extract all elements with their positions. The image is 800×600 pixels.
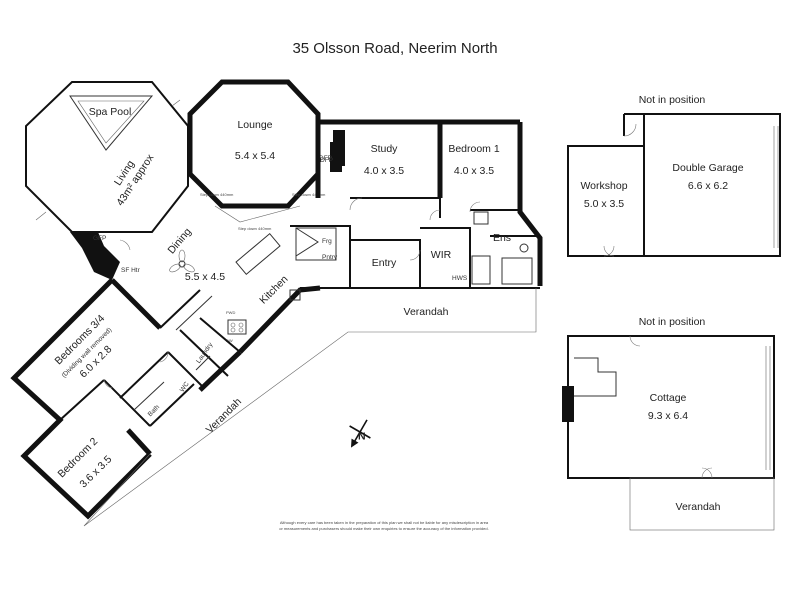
north-arrow-icon [351,438,359,448]
ensuite-label: Ens [493,232,511,244]
step-down-label-1: Step down 440mm [200,192,234,197]
lounge-size: 5.4 x 5.4 [235,150,275,162]
living-room-outline [25,81,189,233]
kitchen-dining-size: 5.5 x 4.5 [185,271,225,283]
study-label: Study [371,143,399,155]
spa-pool-outline [69,95,154,151]
disclaimer-line-2: or measurements and purchasers should ma… [279,526,488,531]
west-wing-inner-walls [59,289,241,427]
step-down-label-2: Step down 440mm [238,226,272,231]
garage-status: Not in position [639,94,706,106]
hws-label: HWS [452,275,468,282]
garage-outline [643,113,781,257]
lounge-label: Lounge [237,119,272,131]
ensuite-vanity [473,211,489,225]
bedroom1-label: Bedroom 1 [448,143,500,155]
ceiling-fan-icon [169,249,195,273]
bedroom1-size: 4.0 x 3.5 [454,165,494,177]
gfp-label: GFP [93,235,106,242]
kitchen-outer-wall [198,285,321,392]
cottage-stair [574,357,617,397]
study-size: 4.0 x 3.5 [364,165,404,177]
gfp-hearth [70,232,120,280]
plan-title: 35 Olsson Road, Neerim North [292,40,497,57]
ensuite-shower [501,257,533,285]
disclaimer-line-1: Although every care has been taken in th… [280,520,489,525]
verandah-north-label: Verandah [404,306,449,318]
cottage-fireplace [562,386,574,422]
dw-label: DW [226,338,233,343]
workshop-label: Workshop [580,180,627,192]
verandah-south-label: Verandah [204,396,244,436]
workshop-size: 5.0 x 3.5 [584,198,624,210]
study-bedroom-block [315,119,543,286]
kitchen-island [235,233,281,275]
cottage-verandah-outline [629,477,775,531]
cottage-label: Cottage [650,392,687,404]
door-swings [103,197,481,389]
step-down-label-3: Step down 440mm [292,192,326,197]
garage-building: Not in position Workshop 5.0 x 3.5 Doubl… [567,94,781,257]
compass-label: N [358,430,366,442]
west-wing-outer-wall [10,278,162,520]
cooktop-icon [227,319,247,335]
study-dfp-label: DFP [320,157,333,164]
cottage-status: Not in position [639,316,706,328]
lounge-dfp-label: DFP [319,155,332,162]
cottage-outline [567,335,775,479]
wir-label: WIR [431,249,452,261]
pantry-label: Pntry [322,254,338,261]
garage-label: Double Garage [672,162,743,174]
spa-pool-label: Spa Pool [89,106,132,118]
ensuite-bath [471,255,491,285]
cottage-verandah-label: Verandah [676,501,721,513]
lounge-outline [187,79,321,209]
north-compass: N [349,419,371,448]
garage-size: 6.6 x 6.2 [688,180,728,192]
fridge-label: Frg [322,238,332,245]
cottage-size: 9.3 x 6.4 [648,410,688,422]
sf-heater-label: SF Htr [121,267,141,274]
main-house: Spa Pool Living 43m² approx Lounge 5.4 x… [10,79,543,520]
wc-label: WC [179,380,191,393]
cottage-building: Not in position Cottage 9.3 x 6.4 Verand… [562,316,775,531]
service-strip-walls [290,209,540,289]
study-fireplace [333,130,345,166]
pwd-label: PWD [226,310,235,315]
entry-label: Entry [372,257,397,269]
